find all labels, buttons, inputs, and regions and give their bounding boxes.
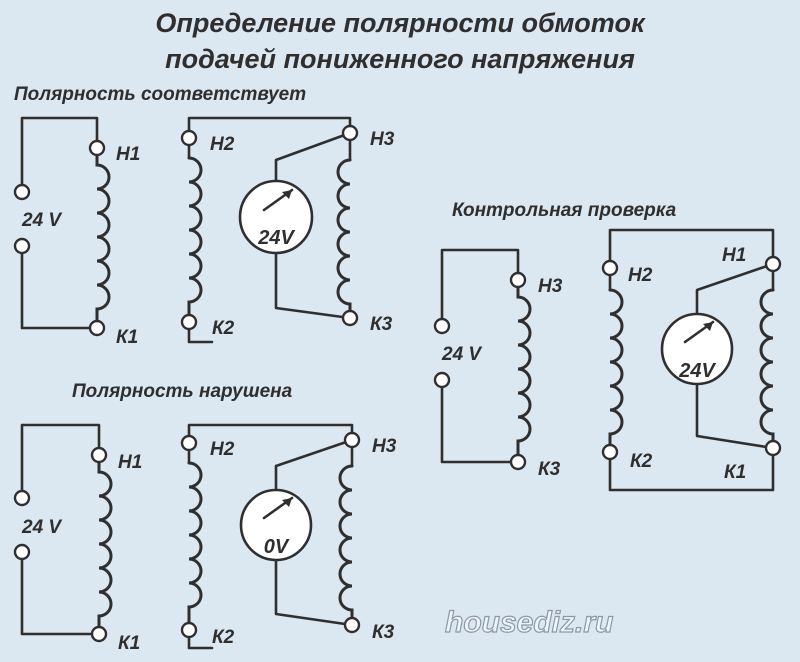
voltmeter-reading: 0V bbox=[264, 536, 290, 558]
terminal-K3 bbox=[341, 309, 359, 327]
secondary-circuit bbox=[601, 228, 782, 492]
primary-winding bbox=[95, 146, 111, 330]
terminal-K2 bbox=[601, 443, 619, 461]
terminal-K2 bbox=[180, 621, 198, 639]
terminal-K1 bbox=[90, 625, 108, 643]
diagram-wrong: 24 V Н1 К1 Н2 К2 Н3 К3 0V bbox=[13, 423, 397, 654]
terminal-H2 bbox=[180, 434, 198, 452]
label-H1: Н1 bbox=[118, 452, 142, 473]
label-H2: Н2 bbox=[628, 265, 653, 286]
label-H3: Н3 bbox=[370, 129, 395, 150]
label-H3: Н3 bbox=[538, 276, 563, 297]
supply-voltage-label: 24 V bbox=[21, 517, 62, 538]
supply-wire-bottom bbox=[20, 244, 99, 330]
label-K1: К1 bbox=[116, 327, 138, 348]
section-label-correct: Полярность соответствует bbox=[14, 84, 306, 105]
terminal-K1 bbox=[764, 439, 782, 457]
voltmeter bbox=[239, 488, 313, 562]
series-link-top bbox=[608, 228, 775, 270]
terminal-H1 bbox=[764, 255, 782, 273]
supply-terminal-top bbox=[433, 317, 451, 335]
voltmeter-reading: 24V bbox=[678, 360, 716, 382]
primary-winding bbox=[516, 278, 532, 464]
voltmeter bbox=[660, 312, 734, 386]
label-K2: К2 bbox=[212, 318, 235, 339]
supply-terminal-top bbox=[13, 183, 31, 201]
wire-K2 bbox=[608, 446, 775, 492]
label-H2: Н2 bbox=[210, 134, 235, 155]
secondary-circuit bbox=[180, 423, 361, 650]
meter-lead-top bbox=[695, 262, 775, 316]
supply-wire-bottom bbox=[440, 378, 520, 464]
supply-wire-top bbox=[20, 423, 101, 500]
terminal-K1 bbox=[88, 319, 106, 337]
label-H1: Н1 bbox=[116, 144, 140, 165]
tertiary-winding bbox=[759, 288, 775, 450]
label-K1: К1 bbox=[724, 462, 746, 483]
label-K3: К3 bbox=[538, 459, 561, 480]
voltmeter-arrow-head bbox=[703, 322, 713, 331]
label-H3: Н3 bbox=[372, 436, 397, 457]
supply-terminal-bottom bbox=[13, 237, 31, 255]
meter-lead-top bbox=[274, 438, 354, 492]
section-label-control: Контрольная проверка bbox=[452, 200, 677, 221]
voltmeter-reading: 24V bbox=[257, 227, 295, 249]
title-line-2: подачей пониженного напряжения bbox=[165, 44, 635, 74]
terminal-H3 bbox=[343, 431, 361, 449]
supply-terminal-bottom bbox=[13, 543, 31, 561]
meter-lead-top bbox=[274, 131, 352, 183]
terminal-K2 bbox=[180, 313, 198, 331]
terminal-K3 bbox=[343, 616, 361, 634]
diagram-control: 24 V Н3 К3 Н2 К2 Н1 К1 24V bbox=[433, 228, 782, 492]
terminal-H1 bbox=[90, 446, 108, 464]
terminal-K3 bbox=[509, 453, 527, 471]
secondary-circuit bbox=[180, 116, 359, 344]
label-H2: Н2 bbox=[210, 439, 235, 460]
label-K3: К3 bbox=[370, 314, 393, 335]
supply-voltage-label: 24 V bbox=[21, 210, 62, 231]
diagram-correct: 24 V Н1 К1 Н2 К2 Н3 К3 24V bbox=[13, 116, 395, 348]
section-label-wrong: Полярность нарушена bbox=[72, 381, 293, 402]
voltmeter bbox=[238, 179, 314, 255]
watermark: housediz.ru bbox=[445, 606, 613, 639]
meter-lead-bottom bbox=[274, 251, 352, 320]
supply-terminal-bottom bbox=[433, 371, 451, 389]
label-H1: Н1 bbox=[722, 245, 746, 266]
primary-winding bbox=[97, 453, 113, 636]
primary-circuit bbox=[13, 423, 113, 643]
primary-circuit bbox=[433, 248, 532, 471]
voltmeter-arrow-head bbox=[282, 190, 292, 199]
label-K1: К1 bbox=[118, 633, 140, 654]
secondary-winding bbox=[187, 461, 203, 632]
label-K2: К2 bbox=[212, 627, 235, 648]
supply-wire-top bbox=[440, 248, 520, 328]
terminal-H2 bbox=[601, 259, 619, 277]
terminal-H3 bbox=[509, 271, 527, 289]
voltmeter-arrow-head bbox=[282, 498, 292, 507]
secondary-winding bbox=[608, 288, 624, 454]
tertiary-winding bbox=[336, 158, 352, 320]
label-K2: К2 bbox=[630, 451, 653, 472]
supply-terminal-top bbox=[13, 489, 31, 507]
supply-wire-bottom bbox=[20, 550, 101, 636]
terminal-H1 bbox=[88, 139, 106, 157]
label-K3: К3 bbox=[372, 622, 395, 643]
terminal-H3 bbox=[341, 124, 359, 142]
primary-circuit bbox=[13, 116, 111, 337]
title-line-1: Определение полярности обмоток bbox=[155, 8, 646, 38]
terminal-H2 bbox=[180, 129, 198, 147]
meter-lead-bottom bbox=[695, 382, 775, 450]
tertiary-winding bbox=[338, 464, 354, 627]
secondary-winding bbox=[187, 156, 203, 324]
supply-voltage-label: 24 V bbox=[441, 344, 482, 365]
meter-lead-bottom bbox=[274, 558, 354, 627]
supply-wire-top bbox=[20, 116, 99, 194]
